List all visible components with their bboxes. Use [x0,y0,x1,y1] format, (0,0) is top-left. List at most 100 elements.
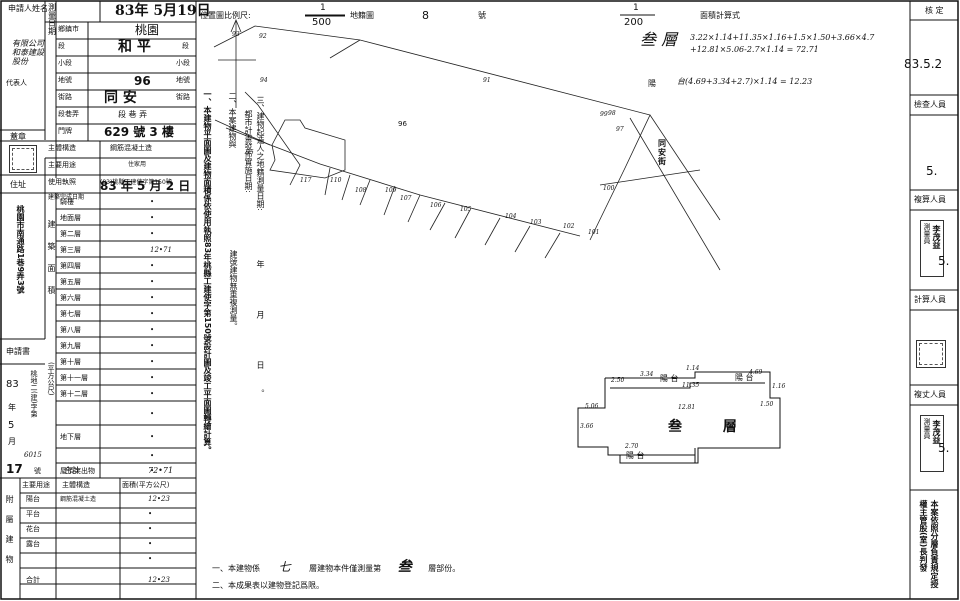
plan-dimension: 5.06 [585,403,599,410]
lot-number: 98 [608,110,616,117]
address-value: 桃園市南通路1巷9弄3號 [16,205,25,294]
floor-row-value: • [150,410,155,418]
annex-row-value: • [148,510,153,518]
floor-row-label: 第十層 [60,358,81,366]
floor-row-value: • [150,342,155,350]
owner-rep: 代表人 [6,79,27,87]
plan-balcony-bottom: 陽 台 [626,451,645,460]
calc-line-2: +12.81×5.06-2.7×1.14 = 72.71 [690,45,819,54]
annex-col-use: 主要用途 [22,481,50,489]
floor-row-label: 第七層 [60,310,81,318]
plan-dimension: 2.70 [625,443,639,450]
completion-label: 建築完成日期 [48,194,85,201]
location-scale-den: 500 [312,17,332,28]
plan-dimension: 2.50 [611,377,625,384]
street-suffix: 街路 [176,93,190,101]
area-calc-label: 面積計算式 [700,11,740,20]
floor-row-label: 第四層 [60,262,81,270]
application-label: 申請書 [6,347,30,356]
floor-row-value: • [150,390,155,398]
applicant-seal [9,145,37,173]
applicant-label: 申請人姓名 [8,4,48,13]
doc-date: 5. [938,441,950,455]
drawer-seal: 測量員 李茂益 [920,220,944,277]
floor-row-value: • [150,467,155,475]
annex-row-label: 花台 [26,525,40,533]
lot-number: 95 [246,149,254,156]
floor-row-label: 第六層 [60,294,81,302]
floor-row-value: • [150,374,155,382]
floor-row-value: • [150,310,155,318]
annex-row-value: • [148,540,153,548]
app-month: 5 [8,420,15,431]
lot-number: 92 [259,33,267,40]
annex-row-value: • [148,525,153,533]
survey-date: 83年 5月19日 [115,3,211,19]
floor-row-value: • [150,433,155,441]
building-area-label: 建築面積 [47,220,56,308]
floor-row-value: • [150,358,155,366]
permit-label: 使用執照 [48,178,76,186]
lot-number: 106 [430,202,442,209]
township-value: 桃園 [135,23,160,37]
use-value: 住家用 [128,161,147,168]
lot-number-main: 96 [398,120,407,128]
floor-row-value: 12•71 [150,246,172,254]
floor-row-label: 第五層 [60,278,81,286]
floor-row-label: 第十二層 [60,390,88,398]
plan-dimension: 3.34 [640,371,654,378]
subsection-label: 小段 [58,59,72,67]
lot-number: 103 [530,219,542,226]
permit-value: (83)桃縣工建使字第150號 [100,179,172,186]
completion-date: 83 年 5 月 2 日 [100,179,191,193]
plan-floor-label: 叁 層 [668,419,755,435]
note-5: 年 月 日。 [256,260,265,418]
plan-scale-num: 1 [633,3,639,13]
floor-row-value: • [150,230,155,238]
owner-name: 有限公司和泰建設股份 [12,39,44,66]
street-label: 街路 [58,93,72,101]
annex-row-structure: 鋼筋混凝土造 [60,496,97,503]
address-label: 住址 [10,180,26,189]
plan-dimension: 1.16 [772,383,786,390]
lot-number: 109 [385,187,397,194]
lot-number: 107 [400,195,412,202]
lot-suffix: 地號 [176,76,190,84]
check-date: 83.5.2 [904,57,943,71]
calculator-label: 計算人員 [914,295,946,304]
note-bottom-1: 一、本建物係 七 層建物本件僅測量第 叁 層部份。 [212,559,461,575]
floor-row-label: 第二層 [60,230,81,238]
reviewer-date: 5. [926,164,938,178]
lot-number: 91 [483,77,491,84]
lot-number: 104 [505,213,517,220]
annex-col-area: 面積(平方公尺) [122,481,170,489]
map-sheet-label: 地籍圖 [350,11,374,20]
section-label: 段 [58,42,65,50]
note-3: 三、建物起造人之地籍測量日期: [256,96,265,211]
plan-dimension: 1.14 [686,365,700,372]
lot-number: 99 [600,111,608,118]
annex-col-structure: 主體構造 [62,481,90,489]
lane-label: 段巷弄 [58,110,79,118]
floor-row-value: • [150,326,155,334]
floor-row-value: • [150,198,155,206]
plan-dimension: 3.66 [580,423,594,430]
plan-dimension: 12.81 [678,404,696,411]
lot-label: 地號 [58,76,72,84]
note-4: 建號建物無重複測量。 [229,250,238,330]
app-day: 17 [6,462,23,476]
plan-dimension: 1.50 [760,401,774,408]
note-bottom-2: 二、本成果表以建物登記爲限。 [212,581,324,590]
lane-value: 段 巷 弄 [118,110,148,119]
annex-row-value: 12•23 [148,576,170,584]
balcony-label: 陽 [648,79,656,88]
floor-total-label: 合計 [64,466,80,475]
subsection-suffix: 小段 [176,59,190,67]
lot-number: 94 [260,77,268,84]
check-label: 核 定 [925,6,944,15]
floor-row-label: 地面層 [60,214,81,222]
calc-floor-name: 叁 層 [640,30,678,49]
seal-label: 蓋章 [10,132,26,141]
note-1: 一、本建物平面圖及建物面積係依使用執照83年桃縣工建使字第150號設計圖及竣工平… [203,90,212,454]
